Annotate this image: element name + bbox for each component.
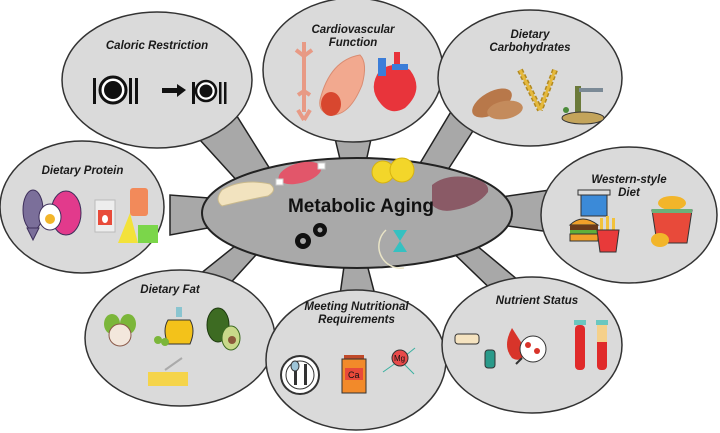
fries-icon (596, 216, 620, 253)
artery-icon (294, 42, 314, 122)
title-line: Dietary (510, 29, 550, 41)
arrow-right-icon (162, 84, 186, 97)
nuts-icon (104, 314, 136, 347)
blood-cells-magnifier-icon (507, 328, 547, 365)
magnesium-molecule-icon: Mg (382, 347, 416, 375)
title-line: Diet (618, 187, 640, 199)
wheat-icon (517, 68, 558, 112)
pancreas-icon (217, 181, 274, 207)
bubble-caloric (61, 11, 253, 149)
yogurt-icon (130, 188, 158, 243)
node-title-dietary-protein: Dietary Protein (41, 165, 124, 177)
title-line: Cardiovascular (311, 24, 395, 36)
title-line: Carbohydrates (489, 42, 571, 54)
supplement-label: Ca (348, 370, 360, 380)
gears-icon (295, 223, 327, 249)
egg-icon (38, 203, 62, 231)
liver-icon (432, 176, 489, 211)
fried-chicken-bucket-icon (651, 196, 693, 247)
plate-cutlery-small-icon (192, 79, 227, 104)
plate-cutlery-large-icon (93, 75, 138, 105)
pasta-icon (561, 86, 605, 125)
butter-icon (148, 357, 188, 386)
soda-icon (577, 189, 611, 217)
cheese-icon (118, 213, 138, 243)
burger-icon (568, 218, 600, 242)
title-line: Requirements (318, 314, 395, 326)
title-line: Function (328, 37, 378, 49)
avocado-icon (206, 307, 241, 351)
olive-oil-icon (154, 307, 194, 346)
node-title-dietary-fat: Dietary Fat (140, 284, 200, 296)
node-title-nutrient-status: Nutrient Status (495, 295, 579, 307)
blood-test-tubes-icon (574, 320, 608, 370)
node-title-caloric-restriction: Caloric Restriction (105, 40, 209, 52)
muscle-icon (275, 161, 326, 186)
bubble-western (540, 146, 718, 284)
milk-carton-icon (94, 199, 116, 233)
title-line: Meeting Nutritional (304, 301, 409, 313)
glucometer-finger-icon (454, 333, 496, 369)
title-line: Western-style (591, 174, 667, 186)
heart-icon (373, 52, 417, 112)
bread-icon (472, 88, 523, 120)
calcium-supplement-icon: Ca (341, 355, 367, 394)
molecule-label: Mg (394, 354, 405, 363)
plate-spoon-fork-icon (280, 355, 320, 395)
center-title: Metabolic Aging (287, 196, 435, 217)
hourglass-icon (378, 229, 407, 269)
blood-vessel-icon (319, 54, 366, 116)
fat-cells-icon (371, 157, 415, 184)
